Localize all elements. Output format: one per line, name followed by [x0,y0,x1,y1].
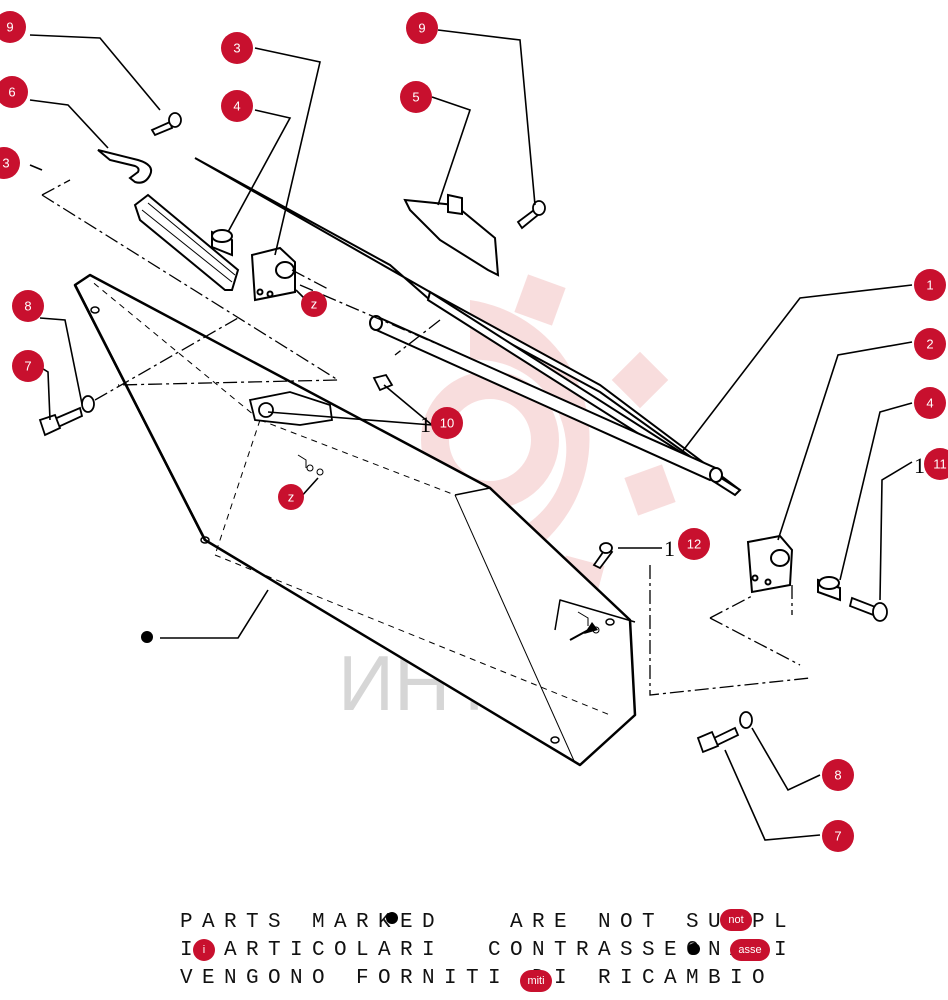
svg-text:z: z [288,490,295,505]
housing-holes [90,306,615,744]
housing [73,273,637,767]
callout-badge: 4 [914,387,946,419]
svg-text:8: 8 [834,768,841,783]
svg-text:12: 12 [687,537,701,552]
callout-badge: 9 [0,11,26,43]
housing-plate [248,391,334,426]
assembly-lines [41,179,811,696]
part-number-text: 1 [914,453,925,478]
callout-badge: 7 [12,350,44,382]
svg-text:11: 11 [933,457,947,472]
note-marker-dot [386,912,398,924]
callout-badge: 7 [822,820,854,852]
overlay-badge: asse [730,939,770,961]
svg-text:10: 10 [440,416,454,431]
screw-top-left [150,112,182,137]
svg-text:4: 4 [233,99,240,114]
bushing-left [211,229,233,257]
callout-badge: 10 [431,407,463,439]
svg-text:3: 3 [233,41,240,56]
callout-badge-z: z [278,484,304,510]
svg-text:6: 6 [8,85,15,100]
bushing-right [817,576,841,602]
screw-12 [592,542,614,570]
svg-text:7: 7 [834,829,841,844]
bolt-right [696,711,753,754]
callout-badge: 9 [406,12,438,44]
callout-badge: 8 [12,290,44,322]
callout-badge-z: z [301,291,327,317]
pin-11 [848,596,888,622]
note-line-italian-2: VENGONO FORNITI DI RICAMBIO [180,967,775,990]
svg-text:3: 3 [2,156,9,171]
callout-badge: 12 [678,528,710,560]
svg-text:8: 8 [24,299,31,314]
screw-top-right [516,200,546,230]
svg-text:9: 9 [418,21,425,36]
callout-badge: 11 [924,448,948,480]
note-line-italian: I ARTICOLARI CONTRASSEGNATI [180,939,797,962]
nut-10 [372,373,394,392]
arrow-z-right-head [584,622,598,634]
overlay-badge: miti [520,970,552,992]
bracket-right [746,534,794,594]
svg-text:4: 4 [926,396,933,411]
guide-strip [133,193,240,291]
callout-badge: 8 [822,759,854,791]
svg-text:5: 5 [412,90,419,105]
svg-text:z: z [311,297,318,312]
bolt-left [38,395,95,437]
bracket-left [250,246,296,302]
callout-badge: 6 [0,76,28,108]
callout-badge: 3 [0,147,20,179]
not-supplied-marker-dot [141,631,153,643]
svg-text:1: 1 [926,278,933,293]
callout-badge: 3 [221,32,253,64]
leader-lines [29,29,913,841]
overlay-badge: i [193,939,215,961]
callout-badge: 1 [914,269,946,301]
note-marker-dot [688,943,700,955]
callout-badge: 2 [914,328,946,360]
svg-text:2: 2 [926,337,933,352]
part-number-text: 1 [664,536,675,561]
note-line-english: PARTS MARKED ARE NOT SUPPL [180,911,797,934]
svg-text:9: 9 [6,20,13,35]
callout-badge: 5 [400,81,432,113]
hook-part [97,149,153,184]
overlay-badge: not [720,909,752,931]
callout-badge: 4 [221,90,253,122]
rod [369,315,723,483]
clamp-part [403,193,500,277]
svg-text:7: 7 [24,359,31,374]
housing-marks [297,454,600,634]
part-number-text: 1 [420,412,431,437]
